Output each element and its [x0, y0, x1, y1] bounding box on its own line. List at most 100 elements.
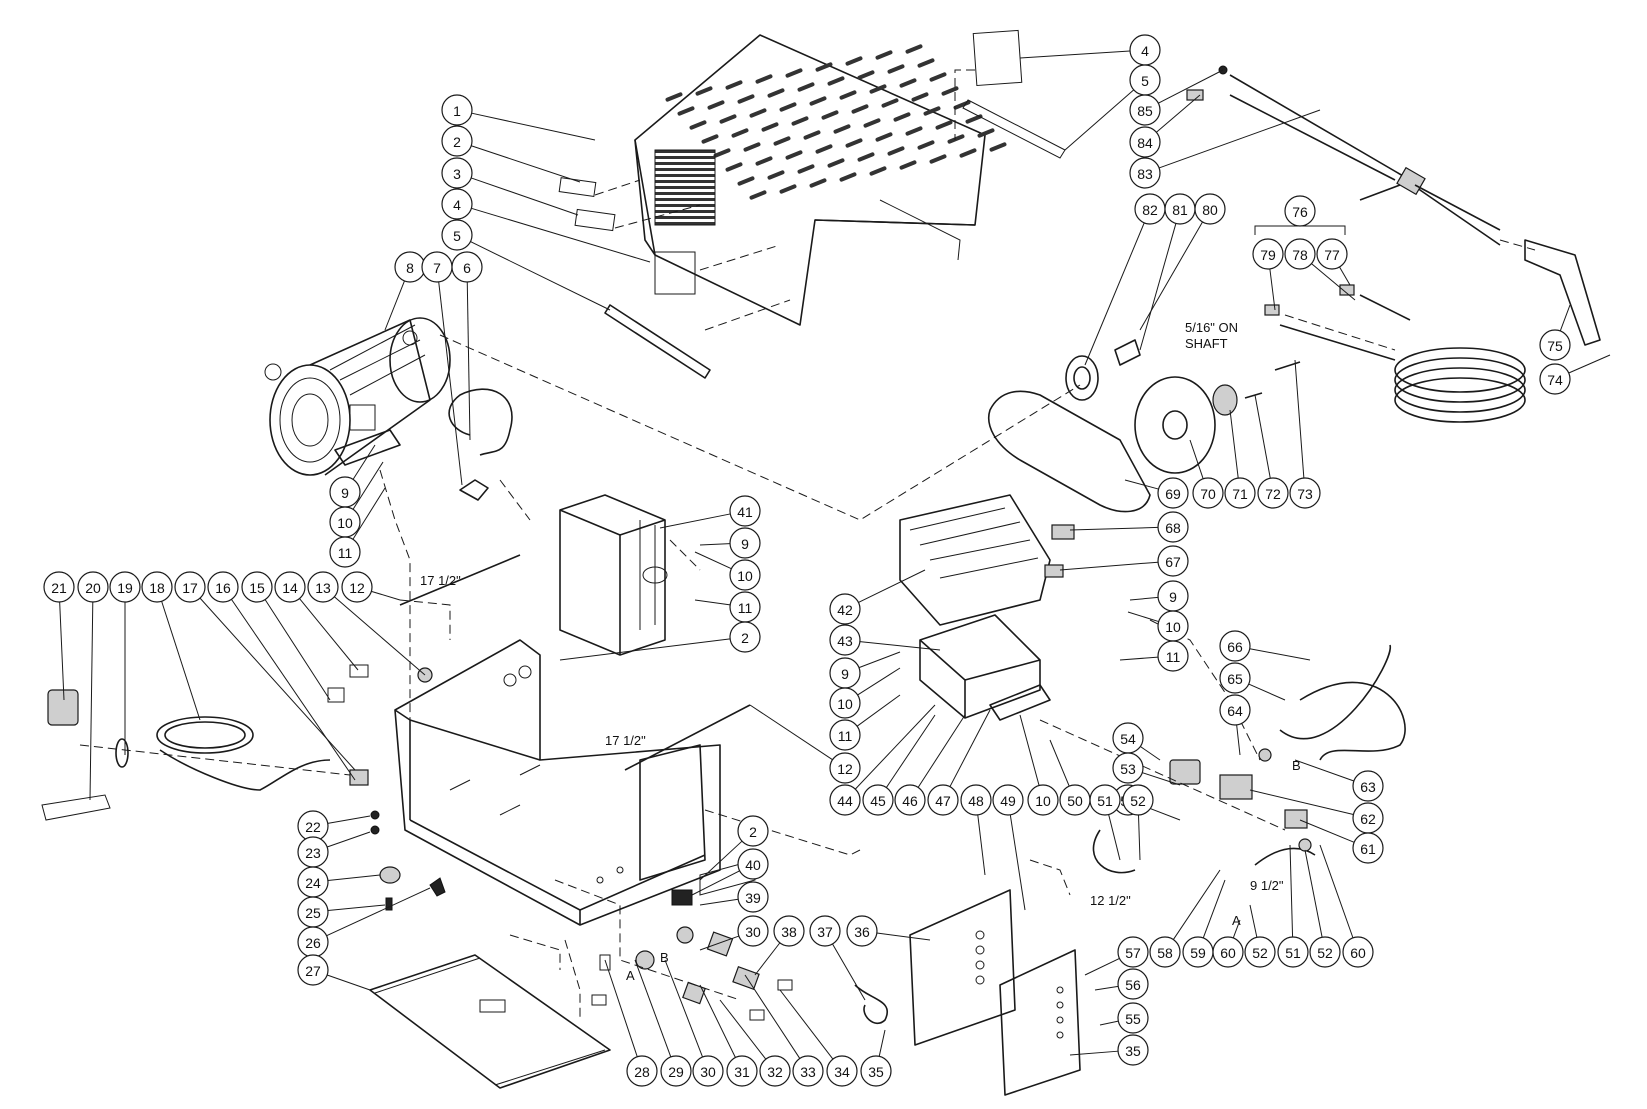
vent-slot [743, 142, 761, 152]
callout-circle [297, 954, 329, 986]
callout-number: 35 [868, 1064, 884, 1080]
leader-line-7 [438, 281, 463, 486]
callout-10: 10 [729, 559, 761, 591]
callout-circle [1219, 694, 1251, 726]
callout-number: 34 [834, 1064, 850, 1080]
vent-slot [797, 164, 815, 174]
callout-circle [1212, 936, 1244, 968]
callout-number: 69 [1165, 486, 1181, 502]
callout-47: 47 [927, 784, 959, 816]
leader-line-5 [470, 241, 611, 311]
callout-54: 54 [1112, 722, 1144, 754]
callout-5: 5 [441, 219, 473, 251]
vent-slot [767, 170, 785, 180]
callout-circle [441, 188, 473, 220]
callout-10: 10 [329, 506, 361, 538]
callout-number: 85 [1137, 103, 1153, 119]
callout-19: 19 [109, 571, 141, 603]
vent-slot [869, 84, 887, 94]
callout-circle [726, 1055, 758, 1087]
callout-circle [1352, 832, 1384, 864]
callout-number: 44 [837, 793, 853, 809]
leader-line-9 [352, 444, 376, 480]
callout-number: 36 [854, 924, 870, 940]
callout-1: 1 [441, 94, 473, 126]
vent-slot [779, 184, 797, 194]
pump-mount [919, 614, 1051, 721]
callout-circle [829, 687, 861, 719]
callout-4: 4 [1129, 34, 1161, 66]
callout-number: 49 [1000, 793, 1016, 809]
leader-line-61 [1299, 819, 1355, 843]
callout-circle [307, 571, 339, 603]
callout-circle [1539, 329, 1571, 361]
high-pressure-hose [1264, 284, 1526, 423]
vent-slot [821, 110, 839, 120]
callout-circle [241, 571, 273, 603]
vent-slot [989, 142, 1007, 152]
callout-26: 26 [297, 926, 329, 958]
vent-slot [929, 72, 947, 82]
callout-number: 35 [1125, 1043, 1141, 1059]
callout-circle [829, 624, 861, 656]
vent-slot [827, 158, 845, 168]
callout-number: 37 [817, 924, 833, 940]
callout-circle [1219, 662, 1251, 694]
callout-36: 36 [846, 915, 878, 947]
callout-number: 21 [51, 580, 67, 596]
callout-number: 46 [902, 793, 918, 809]
callout-number: 83 [1137, 166, 1153, 182]
leader-line-9 [858, 651, 901, 669]
leader-line-5 [1064, 89, 1135, 151]
leader-line-62 [1249, 789, 1354, 816]
callout-number: 65 [1227, 671, 1243, 687]
callout-34: 34 [826, 1055, 858, 1087]
vent-slot [803, 130, 821, 140]
callout-58: 58 [1149, 936, 1181, 968]
callout-79: 79 [1252, 238, 1284, 270]
callout-number: 19 [117, 580, 133, 596]
leader-line-52 [1304, 849, 1323, 938]
callout-3: 3 [441, 157, 473, 189]
callout-49: 49 [992, 784, 1024, 816]
leader-line-59 [1202, 879, 1226, 939]
shroud-cover [634, 34, 1007, 326]
callout-44: 44 [829, 784, 861, 816]
vent-slot [857, 152, 875, 162]
callout-56: 56 [1117, 968, 1149, 1000]
letter-a-rear: A [1232, 913, 1241, 928]
callout-circle [1316, 238, 1348, 270]
callout-number: 1 [453, 103, 461, 119]
leader-line-9 [1129, 596, 1159, 601]
callout-number: 27 [305, 963, 321, 979]
callout-number: 61 [1360, 841, 1376, 857]
callout-number: 71 [1232, 486, 1248, 502]
leader-line-52 [1138, 814, 1141, 861]
callout-66: 66 [1219, 630, 1251, 662]
leader-line-13 [334, 596, 426, 676]
callout-circle [1342, 936, 1374, 968]
callout-circle [737, 915, 769, 947]
leader-line-69 [1124, 479, 1159, 490]
callout-38: 38 [773, 915, 805, 947]
leader-line-54 [1140, 746, 1161, 761]
callout-circle [1539, 363, 1571, 395]
vent-slot [815, 144, 833, 154]
callout-circle [660, 1055, 692, 1087]
leader-line-10 [694, 551, 732, 570]
vent-slot [899, 160, 917, 170]
callout-circle [109, 571, 141, 603]
callout-circle [829, 593, 861, 625]
callout-number: 80 [1202, 202, 1218, 218]
callout-circle [960, 784, 992, 816]
callout-circle [274, 571, 306, 603]
callout-number: 23 [305, 845, 321, 861]
callout-number: 51 [1097, 793, 1113, 809]
leader-line-48 [977, 814, 986, 876]
vent-slot [749, 190, 767, 200]
callout-69: 69 [1157, 477, 1189, 509]
callout-number: 10 [337, 515, 353, 531]
callout-circle [1157, 640, 1189, 672]
callout-number: 45 [870, 793, 886, 809]
callout-57: 57 [1117, 936, 1149, 968]
